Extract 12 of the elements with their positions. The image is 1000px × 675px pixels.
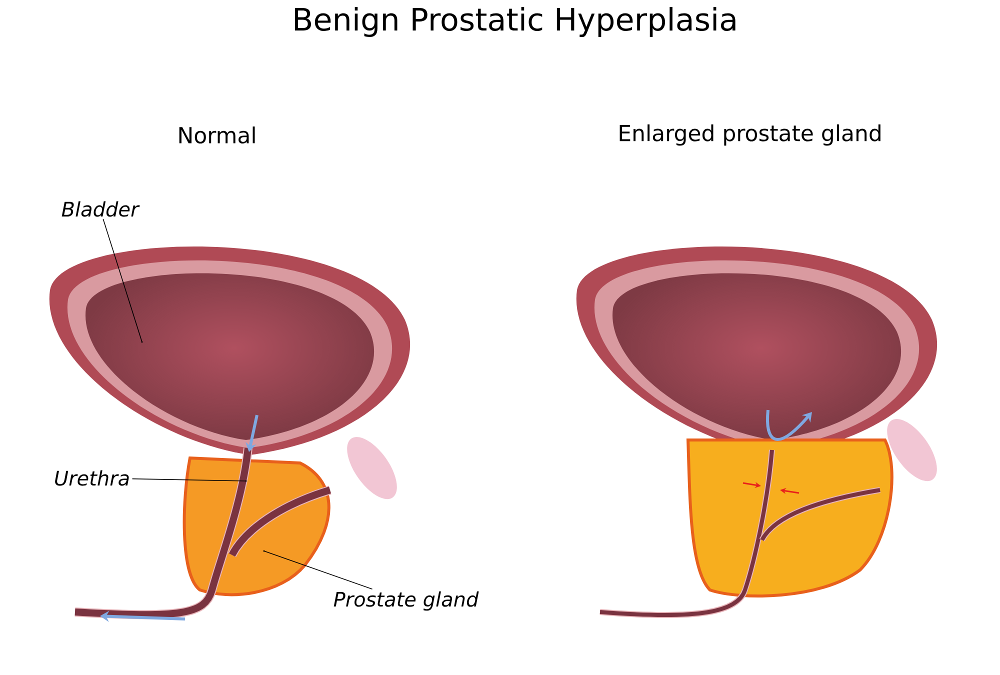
leader-target bbox=[141, 341, 143, 343]
leader-target bbox=[245, 480, 247, 482]
leader-line bbox=[132, 478, 246, 482]
leader-line bbox=[102, 218, 142, 342]
part-label: Urethra bbox=[55, 470, 129, 486]
part-label: Prostate gland bbox=[334, 591, 479, 611]
panel-heading: Enlarged prostate gland bbox=[620, 124, 880, 146]
leader-line bbox=[264, 550, 373, 590]
panel-heading: Normal bbox=[179, 126, 255, 144]
title: Benign Prostatic Hyperplasia bbox=[294, 7, 736, 37]
leader-target bbox=[263, 550, 265, 552]
part-label: Bladder bbox=[62, 201, 140, 217]
